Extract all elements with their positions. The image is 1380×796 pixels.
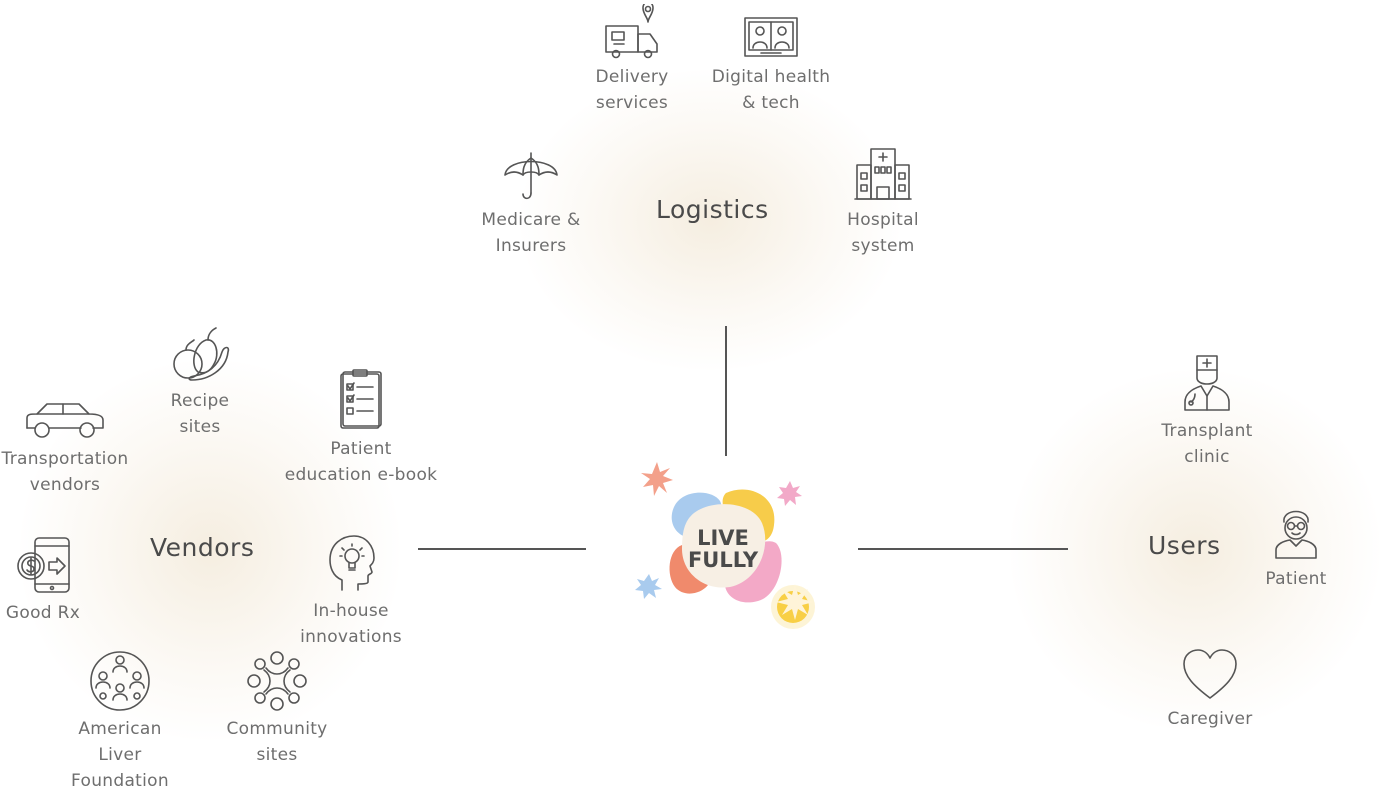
car-icon <box>26 403 104 438</box>
node-transplant-clinic: Transplant clinic <box>1156 352 1258 470</box>
logo-line1: LIVE <box>697 526 749 550</box>
digital-health-label: Digital health & tech <box>711 67 831 113</box>
patient-label: Patient <box>1265 569 1327 589</box>
delivery-truck-icon <box>605 4 658 59</box>
logo-line2: FULLY <box>688 548 759 572</box>
delivery-services-label: Delivery services <box>595 67 669 113</box>
elderly-patient-icon <box>1275 510 1317 559</box>
pink-star-icon <box>777 481 802 506</box>
checklist-clipboard-icon <box>340 369 382 429</box>
node-transportation-vendors: Transportation vendors <box>0 398 130 498</box>
fruit-vegetables-icon <box>173 327 230 381</box>
hub-users: Users <box>1148 531 1221 560</box>
node-recipe-sites: Recipe sites <box>150 326 250 440</box>
node-american-liver-foundation: American Liver Foundation <box>60 650 180 794</box>
phone-payment-icon <box>17 537 70 593</box>
node-medicare-insurers: Medicare & Insurers <box>476 145 586 259</box>
coral-star-icon <box>641 462 673 496</box>
transplant-clinic-label: Transplant clinic <box>1161 421 1253 467</box>
connector-vendors <box>418 548 586 550</box>
live-fully-logo: LIVE FULLY <box>635 462 815 629</box>
american-liver-foundation-label: American Liver Foundation <box>71 719 169 791</box>
blue-star-icon <box>635 574 662 599</box>
node-hospital-system: Hospital system <box>833 145 933 259</box>
patient-education-label: Patient education e-book <box>284 439 438 485</box>
medicare-insurers-label: Medicare & Insurers <box>481 210 581 256</box>
node-good-rx: Good Rx <box>0 534 86 626</box>
connector-logistics <box>725 326 727 456</box>
recipe-sites-label: Recipe sites <box>170 391 230 437</box>
node-delivery-services: Delivery services <box>582 4 682 116</box>
node-digital-health: Digital health & tech <box>710 4 832 116</box>
heart-icon <box>1183 649 1237 699</box>
good-rx-label: Good Rx <box>5 603 81 623</box>
hub-vendors: Vendors <box>150 533 255 562</box>
lightbulb-head-icon <box>329 535 375 591</box>
node-in-house-innovations: In-house innovations <box>295 532 407 650</box>
connector-users <box>858 548 1068 550</box>
node-community-sites: Community sites <box>222 650 332 768</box>
node-caregiver: Caregiver <box>1160 646 1260 732</box>
node-patient: Patient <box>1256 504 1336 592</box>
hospital-system-label: Hospital system <box>847 210 919 256</box>
caregiver-label: Caregiver <box>1167 709 1253 729</box>
hub-logistics: Logistics <box>656 195 769 224</box>
connected-people-icon <box>247 651 307 711</box>
transportation-vendors-label: Transportation vendors <box>1 449 129 495</box>
telehealth-screen-icon <box>744 17 798 57</box>
community-sites-label: Community sites <box>226 719 328 765</box>
community-group-icon <box>90 651 150 711</box>
node-patient-education: Patient education e-book <box>282 368 440 488</box>
doctor-icon <box>1184 355 1230 411</box>
umbrella-icon <box>504 152 558 200</box>
in-house-innovations-label: In-house innovations <box>300 601 402 647</box>
hospital-building-icon <box>854 148 912 200</box>
